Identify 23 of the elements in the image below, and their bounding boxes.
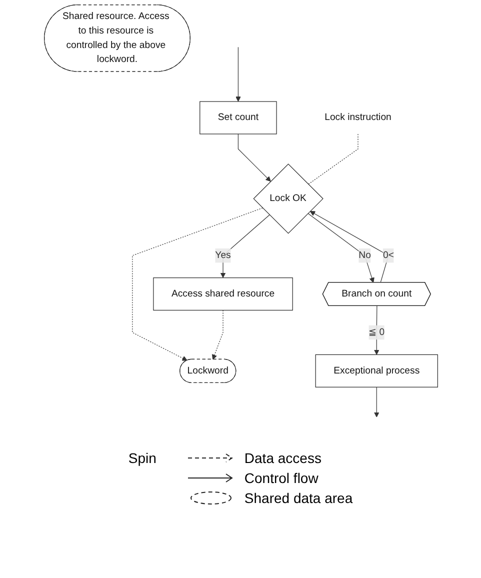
arrow (374, 306, 379, 355)
node-diamond: Lock OK (252, 164, 323, 234)
arrow (235, 46, 240, 102)
legend-label: Control flow (244, 470, 318, 486)
arrow (374, 386, 379, 418)
node-box: Exceptional process (314, 354, 438, 388)
arrow (309, 210, 388, 283)
arrow (132, 208, 262, 361)
node-box: Set count (199, 101, 276, 134)
connector (307, 134, 358, 185)
edge-label: 0< (382, 250, 394, 260)
edge-label: No (358, 250, 370, 260)
node-box: Access shared resource (152, 277, 292, 311)
node-text: Lock instruction (324, 112, 391, 123)
loop-label: Spin (128, 450, 156, 466)
edge-label: Yes (214, 250, 230, 260)
arrow (237, 134, 270, 182)
legend-label: Data access (244, 450, 322, 466)
edge-label: ≦ 0 (368, 327, 384, 338)
arrow (220, 214, 270, 278)
arrow (307, 213, 374, 283)
legend-label: Shared data area (244, 490, 353, 506)
arrow (212, 310, 223, 360)
